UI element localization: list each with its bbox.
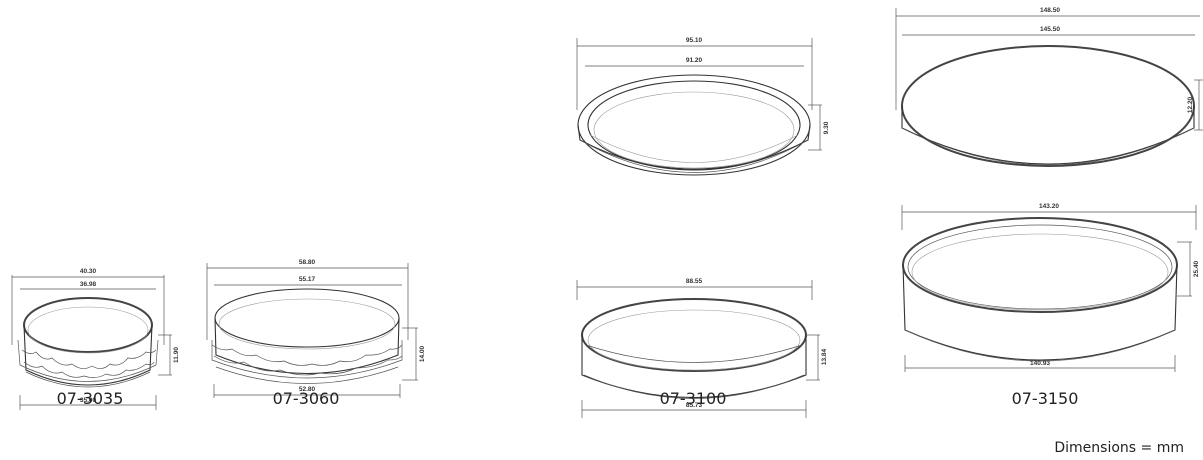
dimensions-unit-note: Dimensions = mm (1054, 440, 1184, 456)
dim-07-3100-base-height: 13.84 (821, 348, 828, 365)
dim-07-3100-base-top-value: 88.55 (686, 278, 703, 285)
dim-07-3035-bottom: 35.00 (80, 397, 97, 404)
dim-07-3150-lid-inner-top: 145.50 (1040, 26, 1060, 33)
dim-07-3060-height: 14.00 (419, 345, 426, 362)
dim-07-3035-inner-top: 36.98 (80, 281, 97, 288)
dim-07-3100-lid-inner-top: 91.20 (686, 57, 703, 64)
drawing-07-3150-lid: 148.50 145.50 12.20 (895, 7, 1203, 167)
dim-07-3150-lid-outer-top: 148.50 (1040, 7, 1060, 14)
dim-07-3150-base-top: 143.20 (1039, 203, 1059, 210)
dim-07-3100-lid-outer-top: 95.10 (686, 37, 703, 44)
drawing-07-3035: 40.30 36.98 11.90 35.00 (11, 268, 180, 410)
part-number-07-3150: 07-3150 (1012, 389, 1079, 408)
dim-07-3100-lid-height: 9.30 (823, 121, 830, 134)
dim-07-3060-inner-top: 55.17 (299, 276, 316, 283)
drawing-07-3100-base: 88.55 13.84 85.73 (576, 278, 828, 418)
dim-07-3035-height: 11.90 (173, 347, 180, 363)
part-number-07-3060: 07-3060 (273, 389, 340, 408)
dim-07-3150-lid-height: 12.20 (1187, 96, 1194, 113)
dim-07-3060-bottom: 52.80 (299, 386, 316, 393)
part-number-07-3100: 07-3100 (660, 389, 727, 408)
dim-07-3150-base-height: 25.40 (1193, 260, 1200, 277)
dim-07-3060-outer-top: 58.80 (299, 259, 316, 266)
drawing-07-3060: 58.80 55.17 14.00 52.80 (206, 259, 426, 398)
dim-07-3035-outer-top: 40.30 (80, 268, 97, 275)
drawing-07-3150-base: 143.20 25.40 140.93 (901, 203, 1200, 372)
dim-07-3150-base-bottom: 140.93 (1030, 360, 1050, 367)
drawing-07-3100-lid: 95.10 91.20 9.30 (576, 37, 830, 176)
part-number-07-3035: 07-3035 (57, 389, 124, 408)
dim-07-3100-base-bottom: 85.73 (686, 402, 703, 409)
